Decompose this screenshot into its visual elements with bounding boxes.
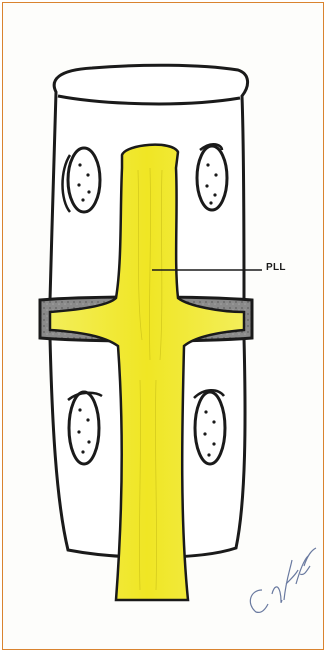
artist-signature <box>250 548 316 612</box>
upper-right-pedicle <box>197 144 227 210</box>
pll-label: PLL <box>266 262 306 273</box>
lower-right-pedicle <box>194 390 225 464</box>
